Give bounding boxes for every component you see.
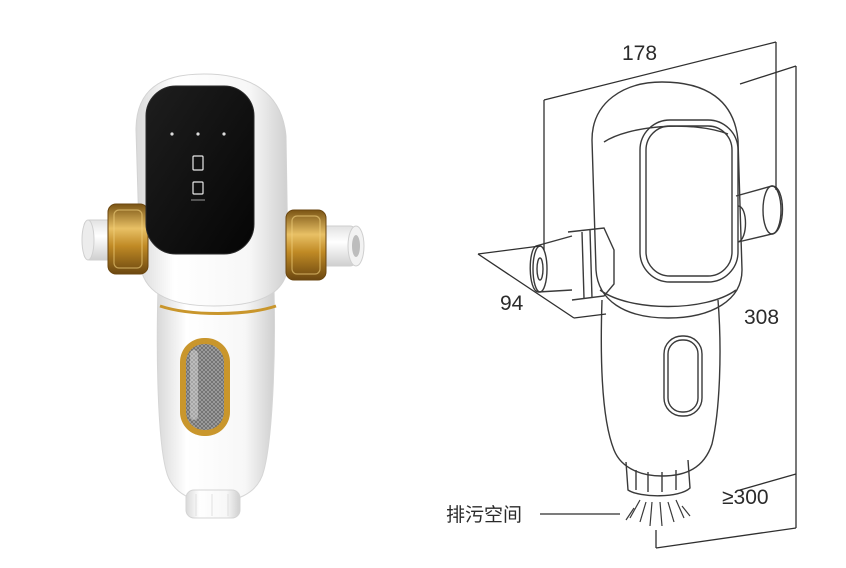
drawing-outlet — [735, 185, 784, 243]
height-dimension-label: 308 — [744, 306, 779, 329]
width-dimension-label: 178 — [622, 42, 657, 65]
screen-readout-icon — [192, 181, 204, 195]
drawing-drain-cap — [625, 459, 691, 497]
product-photo — [81, 73, 365, 519]
technical-drawing — [529, 81, 784, 527]
screen-button-icon — [222, 132, 226, 136]
drain-spray-icon — [625, 499, 691, 527]
screen-button-icon — [170, 132, 174, 136]
brass-nut-right — [285, 209, 327, 281]
screen-button-icon — [196, 132, 200, 136]
screen-readout-icon — [192, 155, 204, 171]
brass-nut-left — [107, 203, 149, 275]
dimension-lines — [477, 41, 797, 549]
depth-dimension-label: 94 — [500, 292, 524, 315]
sight-window — [180, 338, 230, 436]
drain-cap — [185, 489, 241, 519]
control-display — [145, 85, 255, 255]
clearance-dimension-label: ≥300 — [722, 486, 769, 509]
drawing-inlet — [529, 227, 615, 301]
drain-space-label: 排污空间 — [446, 504, 522, 526]
